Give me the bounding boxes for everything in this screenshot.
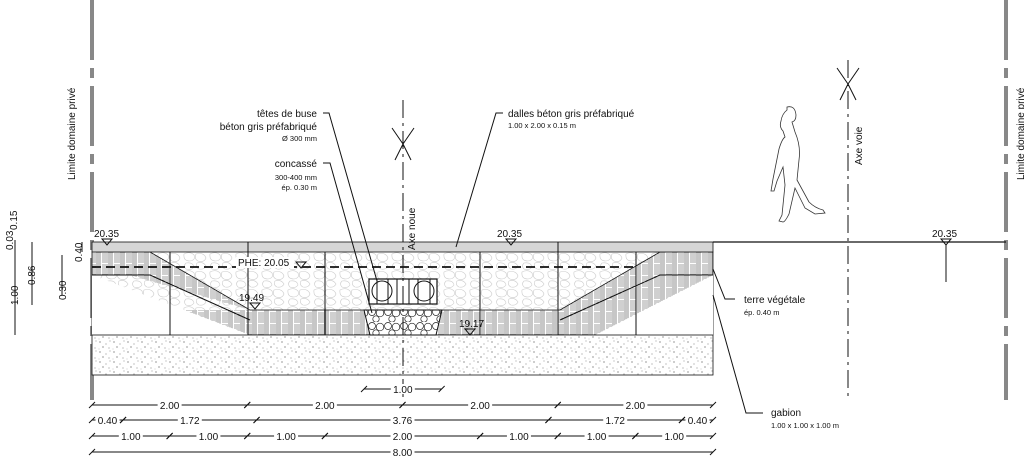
dim-row1-tick [709, 401, 717, 409]
dim-total-label: 8.00 [393, 448, 413, 459]
dim-row2-label: 1.72 [605, 416, 625, 427]
axe-noue-marker-icon [391, 127, 415, 161]
left-limit-label: Limite domaine privé [67, 87, 78, 180]
level-slope: 19.49 [239, 293, 264, 310]
vertical-dimensions [14, 240, 83, 335]
dim-row2-tick [88, 416, 96, 424]
annotation-tetes-de-buse: têtes de buse béton gris préfabriqué Ø 3… [220, 109, 378, 282]
level-left: 20.35 [94, 229, 119, 246]
dim-row1-tick [243, 401, 251, 409]
dim-row2-label: 0.40 [98, 416, 118, 427]
dim-row3-label: 1.00 [664, 432, 684, 443]
dim-total-tick [709, 448, 717, 456]
dim-row1-tick [554, 401, 562, 409]
svg-text:20.35: 20.35 [932, 229, 957, 240]
dim-row3-label: 1.00 [276, 432, 296, 443]
dim-row2-tick [709, 416, 717, 424]
svg-text:Ø 300 mm: Ø 300 mm [282, 134, 317, 143]
dim-row3-tick [709, 432, 717, 440]
svg-text:dalles béton gris préfabriqué: dalles béton gris préfabriqué [508, 109, 635, 120]
dim-row1-label: 2.00 [315, 401, 335, 412]
dim-row3-tick [321, 432, 329, 440]
svg-text:béton gris préfabriqué: béton gris préfabriqué [220, 122, 318, 133]
dim-row1-tick [88, 401, 96, 409]
svg-text:20.35: 20.35 [94, 229, 119, 240]
svg-text:gabion: gabion [771, 408, 801, 419]
dim-row3-tick [554, 432, 562, 440]
dim-row3-tick [243, 432, 251, 440]
svg-text:terre végétale: terre végétale [744, 295, 806, 306]
svg-text:1.00 x 2.00 x 0.15 m: 1.00 x 2.00 x 0.15 m [508, 121, 576, 130]
dim-row3-tick [632, 432, 639, 440]
dim-row2-tick [119, 416, 127, 424]
svg-text:PHE: 20.05: PHE: 20.05 [238, 258, 290, 269]
level-right: 20.35 [932, 229, 957, 282]
level-bottom: 19.17 [459, 319, 484, 336]
pipe-left-icon [371, 280, 393, 302]
svg-text:1.00 x 1.00 x 1.00 m: 1.00 x 1.00 x 1.00 m [771, 421, 839, 430]
dim-row1-label: 2.00 [470, 401, 490, 412]
vdim-0-03: 0.03 [5, 230, 16, 250]
svg-text:ép. 0.30 m: ép. 0.30 m [282, 183, 317, 192]
scale-dim-label: 1.00 [393, 385, 413, 396]
dim-row2-tick [678, 416, 686, 424]
right-limit-label: Limite domaine privé [1016, 87, 1024, 180]
scale-dim-tick [360, 385, 368, 393]
annotation-dalles: dalles béton gris préfabriqué 1.00 x 2.0… [455, 109, 635, 248]
person-silhouette-icon [770, 106, 826, 223]
dim-row3-label: 1.00 [121, 432, 141, 443]
dim-row2-tick [545, 416, 552, 424]
vdim-0-86: 0.86 [27, 265, 38, 285]
dim-row2-label: 3.76 [393, 416, 413, 427]
dim-row3-tick [166, 432, 173, 440]
vdim-0-15: 0.15 [9, 210, 20, 230]
svg-text:300-400 mm: 300-400 mm [275, 173, 317, 182]
dim-row2-label: 0.40 [688, 416, 708, 427]
dim-row2-tick [253, 416, 260, 424]
dim-row3-label: 2.00 [393, 432, 413, 443]
horizontal-dimensions: 1.00 2.00 2.00 2.00 2.00 0.40 1.72 3.76 1.72 0.40… [88, 384, 717, 459]
pipe-right-icon [413, 280, 435, 302]
dim-row2-label: 1.72 [180, 416, 200, 427]
level-phe: PHE: 20.05 [236, 257, 308, 269]
svg-text:19.17: 19.17 [459, 319, 484, 330]
dim-row1-label: 2.00 [626, 401, 646, 412]
svg-text:19.49: 19.49 [239, 293, 264, 304]
axe-voie-label: Axe voie [854, 126, 865, 165]
dim-row3-tick [88, 432, 96, 440]
dim-row1-label: 2.00 [160, 401, 180, 412]
vdim-1-00: 1.00 [10, 285, 21, 305]
dim-row3-label: 1.00 [199, 432, 219, 443]
scale-dim-tick [438, 385, 445, 393]
svg-text:concassé: concassé [275, 159, 318, 170]
vdim-0-30: 0.30 [58, 280, 69, 300]
svg-text:20.35: 20.35 [497, 229, 522, 240]
level-center: 20.35 [497, 229, 522, 246]
annotation-concasse: concassé 300-400 mm ép. 0.30 m [275, 159, 373, 314]
svg-text:ép. 0.40 m: ép. 0.40 m [744, 308, 779, 317]
dim-row3-tick [476, 432, 484, 440]
dim-row1-tick [399, 401, 406, 409]
dim-row3-label: 1.00 [587, 432, 607, 443]
svg-text:têtes de buse: têtes de buse [257, 109, 317, 120]
axe-noue-label: Axe noue [407, 207, 418, 250]
dim-row3-label: 1.00 [509, 432, 529, 443]
vdim-0-40: 0.40 [74, 242, 85, 262]
annotation-gabion: gabion 1.00 x 1.00 x 1.00 m [712, 294, 839, 430]
axe-voie-marker-icon [836, 67, 860, 101]
annotation-terre-vegetale: terre végétale ép. 0.40 m [712, 268, 806, 317]
dim-total-tick [88, 448, 96, 456]
